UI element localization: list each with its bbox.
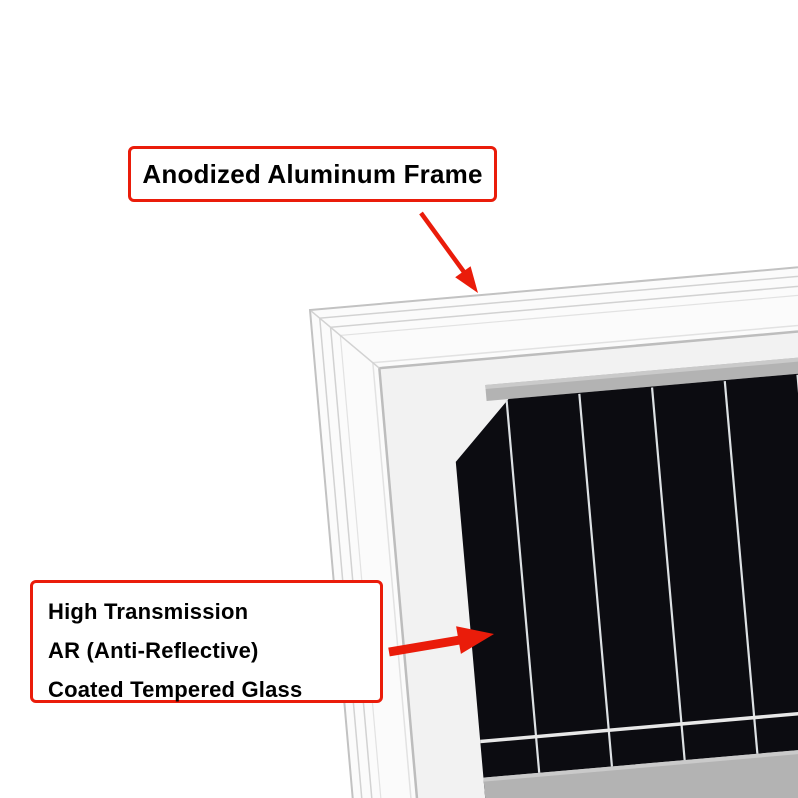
solar-panel-corner bbox=[308, 252, 798, 798]
busbar-strip-highlight bbox=[485, 343, 798, 390]
frame-outer-edge bbox=[308, 252, 798, 798]
glass-callout: High Transmission AR (Anti-Reflective) C… bbox=[30, 580, 383, 703]
glass-callout-line3: Coated Tempered Glass bbox=[48, 677, 303, 702]
glass-callout-line1: High Transmission bbox=[48, 599, 249, 624]
cell-gridlines bbox=[505, 374, 798, 773]
busbar-strip-top bbox=[485, 343, 798, 401]
frame-arrow-icon bbox=[419, 211, 478, 293]
frame-callout-text: Anodized Aluminum Frame bbox=[142, 158, 483, 189]
solar-cells bbox=[455, 358, 798, 798]
frame-corner-seam bbox=[310, 310, 380, 369]
glass-callout-line2: AR (Anti-Reflective) bbox=[48, 638, 259, 663]
busbar-strip-bottom-highlight bbox=[483, 732, 798, 782]
cell-row-gap bbox=[480, 694, 798, 744]
busbar-strip-bottom bbox=[483, 732, 798, 798]
glass-arrow-icon bbox=[388, 626, 494, 657]
frame-callout: Anodized Aluminum Frame bbox=[128, 146, 497, 202]
